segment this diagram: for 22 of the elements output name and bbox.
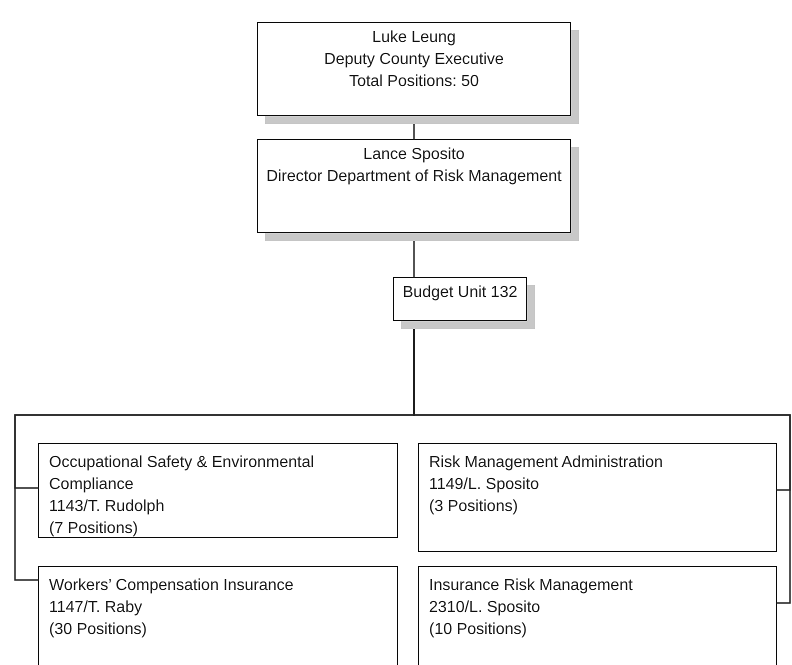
position-count: (30 Positions): [49, 620, 148, 640]
unit-name: Risk Management Administration: [429, 453, 664, 473]
unit-label: Budget Unit 132: [402, 283, 518, 303]
unit-name: Insurance Risk Management: [429, 576, 634, 596]
unit-name: Workers’ Compensation Insurance: [49, 576, 295, 596]
person-name: Luke Leung: [371, 28, 457, 48]
person-name: Lance Sposito: [362, 145, 466, 165]
unit-code: 1143/T. Rudolph: [49, 497, 166, 517]
unit-code: 1149/L. Sposito: [429, 475, 540, 495]
org-box: [38, 443, 398, 538]
position-count: Total Positions: 50: [348, 72, 480, 92]
unit-code: 2310/L. Sposito: [429, 598, 542, 618]
unit-name: Occupational Safety & Environmental Compliance: [49, 453, 316, 495]
unit-code: 1147/T. Raby: [49, 598, 144, 618]
org-box: [38, 566, 398, 665]
org-box: [418, 566, 777, 665]
position-count: (10 Positions): [429, 620, 528, 640]
position-count: (3 Positions): [429, 497, 519, 517]
position-count: (7 Positions): [49, 519, 139, 539]
job-title: Director Department of Risk Management: [266, 167, 562, 187]
job-title: Deputy County Executive: [323, 50, 505, 70]
org-box: [418, 443, 777, 552]
